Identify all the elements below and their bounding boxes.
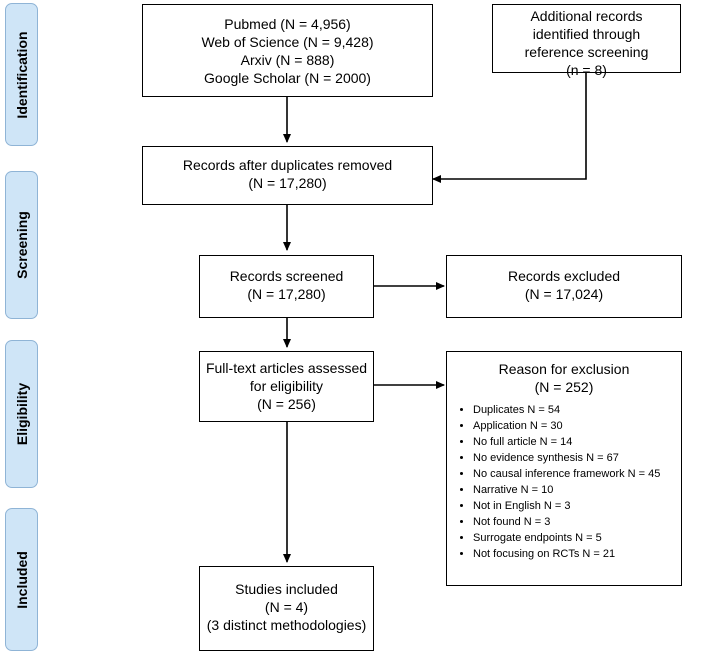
additional-records-box: Additional records identified through re… <box>492 4 681 78</box>
included-count: (N = 4) <box>264 599 309 615</box>
duplicates-title: Records after duplicates removed <box>182 157 393 173</box>
reason-item: No evidence synthesis N = 67 <box>473 450 681 466</box>
phase-screening: Screening <box>5 171 38 319</box>
additional-line-3: reference screening <box>524 44 649 60</box>
fulltext-line-2: for eligibility <box>249 378 324 394</box>
records-excluded-box: Records excluded (N = 17,024) <box>446 255 682 318</box>
fulltext-line-1: Full-text articles assessed <box>205 360 368 376</box>
reason-item: No causal inference framework N = 45 <box>473 466 681 482</box>
reason-count: (N = 252) <box>534 379 594 395</box>
reason-item: Application N = 30 <box>473 418 681 434</box>
phase-eligibility: Eligibility <box>5 340 38 488</box>
reason-item: Surrogate endpoints N = 5 <box>473 530 681 546</box>
additional-line-1: Additional records <box>530 8 643 24</box>
additional-line-2: identified through <box>532 26 641 42</box>
reason-item: Not focusing on RCTs N = 21 <box>473 546 681 562</box>
reason-item: Duplicates N = 54 <box>473 402 681 418</box>
phase-included: Included <box>5 508 38 651</box>
arrow-additional-to-duplicates <box>432 73 587 183</box>
reason-title: Reason for exclusion <box>498 361 630 377</box>
reason-item: Not in English N = 3 <box>473 498 681 514</box>
records-screened-box: Records screened (N = 17,280) <box>199 255 374 318</box>
reason-item: Not found N = 3 <box>473 514 681 530</box>
included-methodologies: (3 distinct methodologies) <box>206 617 367 633</box>
duplicates-count: (N = 17,280) <box>248 175 327 191</box>
reason-list: Duplicates N = 54 Application N = 30 No … <box>447 402 681 562</box>
databases-scholar: Google Scholar (N = 2000) <box>204 70 371 86</box>
databases-pubmed: Pubmed (N = 4,956) <box>224 16 351 32</box>
databases-box: Pubmed (N = 4,956) Web of Science (N = 9… <box>142 4 433 97</box>
additional-line-4: (n = 8) <box>566 62 607 78</box>
excluded-count: (N = 17,024) <box>524 286 604 302</box>
reason-item: No full article N = 14 <box>473 434 681 450</box>
duplicates-removed-box: Records after duplicates removed (N = 17… <box>142 146 433 205</box>
databases-arxiv: Arxiv (N = 888) <box>240 52 335 68</box>
excluded-title: Records excluded <box>507 268 621 284</box>
studies-included-box: Studies included (N = 4) (3 distinct met… <box>199 566 374 651</box>
fulltext-count: (N = 256) <box>257 396 316 412</box>
reason-for-exclusion-box: Reason for exclusion (N = 252) Duplicate… <box>446 351 682 586</box>
reason-item: Narrative N = 10 <box>473 482 681 498</box>
included-title: Studies included <box>235 581 338 597</box>
screened-count: (N = 17,280) <box>247 286 326 302</box>
fulltext-assessed-box: Full-text articles assessed for eligibil… <box>199 351 374 422</box>
phase-identification: Identification <box>5 3 38 146</box>
databases-wos: Web of Science (N = 9,428) <box>201 34 374 50</box>
screened-title: Records screened <box>229 268 344 284</box>
